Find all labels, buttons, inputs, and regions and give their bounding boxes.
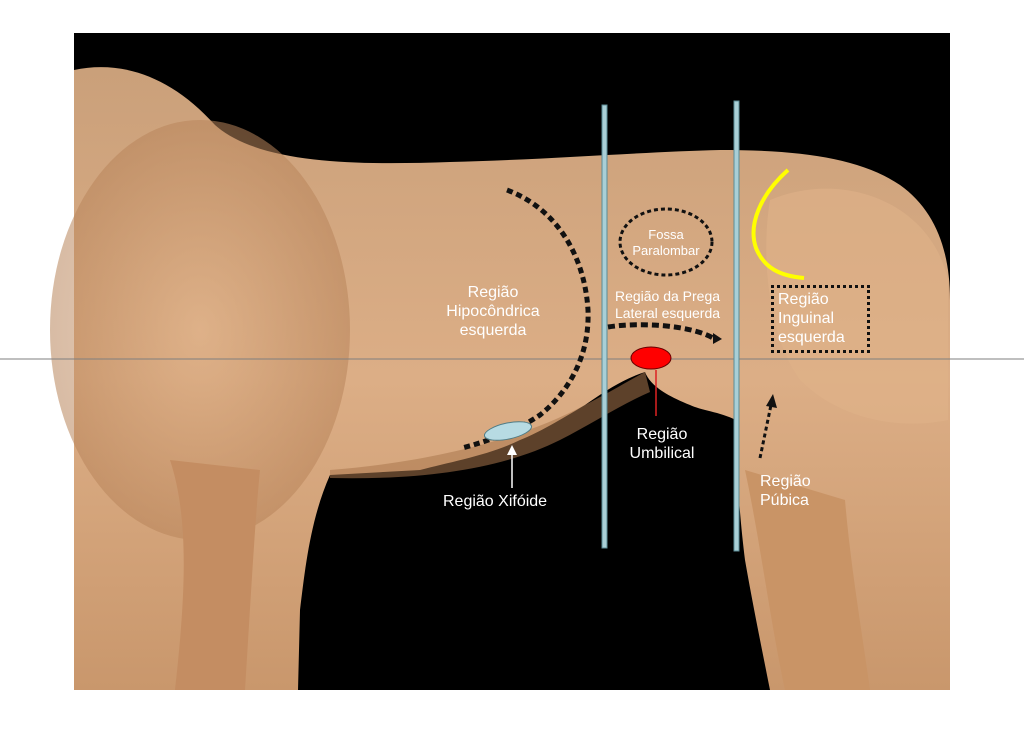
label-inguinal-line1: Região xyxy=(778,291,829,308)
label-pubica-line1: Região xyxy=(760,473,811,490)
label-umbilical-line2: Umbilical xyxy=(629,445,695,463)
horse-body xyxy=(50,67,950,690)
umbilical-marker xyxy=(630,346,672,370)
pubica-dotted-line xyxy=(758,404,773,459)
label-hipocondrica: Região Hipocôndrica esquerda xyxy=(423,283,563,341)
label-xifoide: Região Xifóide xyxy=(443,493,548,510)
prega-lateral-line xyxy=(607,322,715,341)
xifoide-arrowhead-icon xyxy=(507,445,517,455)
divider-bars xyxy=(601,100,740,552)
label-fossa-paralombar: Fossa Paralombar xyxy=(616,227,716,258)
label-fossa-line2: Paralombar xyxy=(632,242,700,258)
xifoide-marker xyxy=(483,421,533,441)
label-hipocondrica-line3: esquerda xyxy=(459,322,527,340)
label-prega-line2: Lateral esquerda xyxy=(614,304,721,321)
label-hipocondrica-line2: Hipocôndrica xyxy=(446,303,540,321)
label-inguinal: Região Inguinal esquerda xyxy=(771,285,870,353)
inguinal-curve xyxy=(751,168,805,280)
label-inguinal-line3: esquerda xyxy=(778,329,845,347)
label-prega-line1: Região da Prega xyxy=(614,288,721,304)
fossa-paralombar-outline xyxy=(618,207,714,277)
label-umbilical-line1: Região xyxy=(636,426,688,443)
label-prega-lateral: Região da Prega Lateral esquerda xyxy=(600,288,735,322)
label-fossa-line1: Fossa xyxy=(648,227,684,242)
pubica-arrowhead-icon xyxy=(766,394,777,408)
label-pubica: Região Púbica xyxy=(760,472,840,510)
prega-arrowhead-icon xyxy=(713,333,722,344)
label-hipocondrica-line1: Região xyxy=(467,284,519,301)
label-umbilical: Região Umbilical xyxy=(612,425,712,463)
label-pubica-line2: Púbica xyxy=(760,492,809,510)
label-inguinal-line2: Inguinal xyxy=(778,310,835,328)
